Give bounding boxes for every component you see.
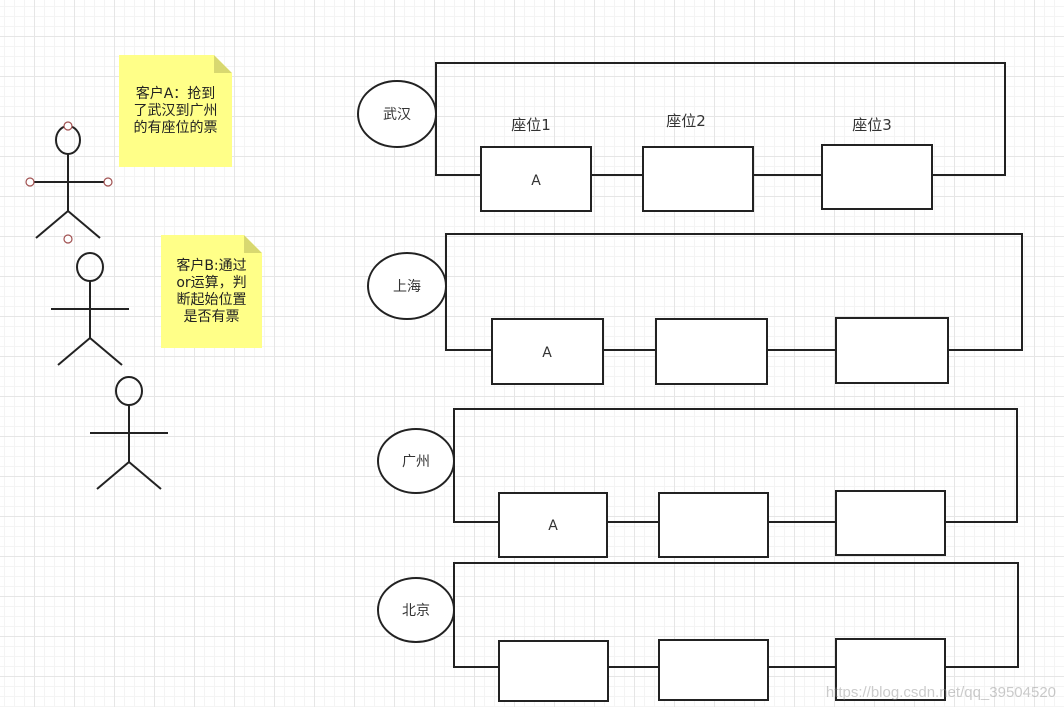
note-text: 客户B:通过 or运算，判 断起始位置 是否有票 xyxy=(176,258,246,326)
station-row-shanghai[interactable] xyxy=(368,234,1022,384)
note-customer-a[interactable]: 客户A：抢到 了武汉到广州 的有座位的票 xyxy=(119,55,232,167)
actor-customer-b[interactable] xyxy=(51,253,129,365)
watermark: https://blog.csdn.net/qq_39504520 xyxy=(826,684,1056,701)
seat-label: A xyxy=(531,173,541,189)
station-label-wuhan: 武汉 xyxy=(383,107,411,123)
seat-box xyxy=(836,318,948,383)
actor-customer-a[interactable] xyxy=(30,126,108,238)
seat-box xyxy=(659,640,768,700)
seat-box xyxy=(656,319,767,384)
seat-box xyxy=(836,491,945,555)
seat-box xyxy=(499,641,608,701)
station-row-wuhan[interactable] xyxy=(358,63,1005,211)
actor-customer-c[interactable] xyxy=(90,377,168,489)
station-row-guangzhou[interactable] xyxy=(378,409,1017,557)
seat-box xyxy=(659,493,768,557)
seat-header-1: 座位1 xyxy=(511,116,551,134)
seat-label: A xyxy=(542,345,552,361)
seat-box xyxy=(822,145,932,209)
seat-box xyxy=(643,147,753,211)
note-customer-b[interactable]: 客户B:通过 or运算，判 断起始位置 是否有票 xyxy=(161,235,262,348)
station-label-shanghai: 上海 xyxy=(393,279,421,295)
seat-header-2: 座位2 xyxy=(666,112,706,130)
note-text: 客户A：抢到 了武汉到广州 的有座位的票 xyxy=(134,86,218,137)
seat-label: A xyxy=(548,518,558,534)
station-row-beijing[interactable] xyxy=(378,563,1018,701)
seat-header-3: 座位3 xyxy=(852,116,892,134)
station-label-guangzhou: 广州 xyxy=(402,454,430,470)
station-label-beijing: 北京 xyxy=(402,603,430,619)
